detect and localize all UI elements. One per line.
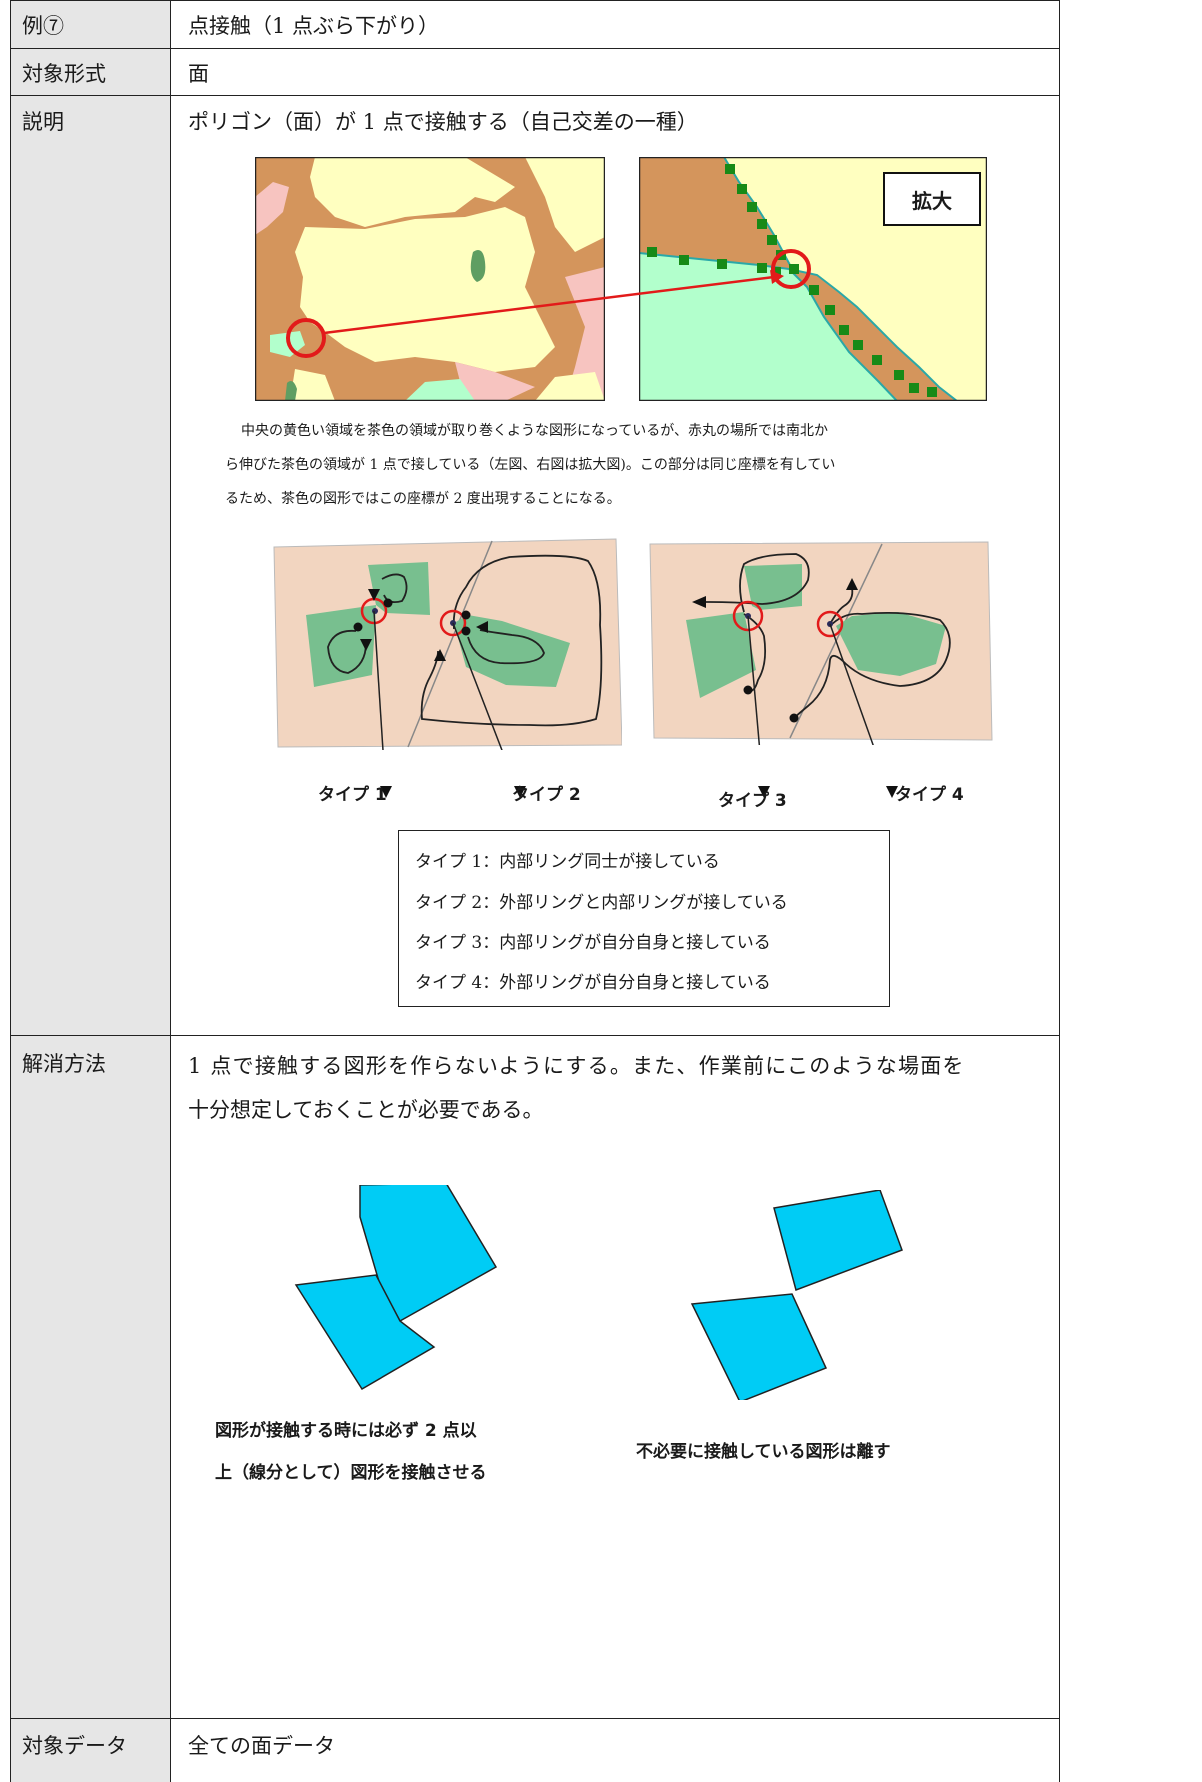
label-cell-format xyxy=(10,48,170,95)
description-note-3: るため、茶色の図形ではこの座標が 2 度出現することになる。 xyxy=(225,491,621,507)
label-cell-description xyxy=(10,95,170,1035)
enlarge-label: 拡大 xyxy=(912,188,952,213)
table-border xyxy=(1059,0,1060,1782)
example-label: 例⑦ xyxy=(22,14,64,38)
table-border xyxy=(170,0,171,1782)
example-value: 点接触（1 点ぶら下がり） xyxy=(188,14,440,38)
caption-right: 不必要に接触している図形は離す xyxy=(636,1442,891,1462)
table-border xyxy=(10,1718,1060,1719)
type-diagram-right xyxy=(649,541,993,745)
zoom-arrow xyxy=(286,270,784,358)
table-border xyxy=(10,95,1060,96)
overview-map xyxy=(255,157,605,401)
description-value: ポリゴン（面）が 1 点で接触する（自己交差の一種） xyxy=(188,110,698,134)
target-format-value: 面 xyxy=(188,62,209,86)
type-arrowheads xyxy=(380,786,898,798)
description-note-1: 中央の黄色い領域を茶色の領域が取り巻くような図形になっているが、赤丸の場所では南… xyxy=(241,423,829,439)
target-format-label: 対象形式 xyxy=(22,62,106,86)
label-cell-resolution xyxy=(10,1035,170,1718)
table-border xyxy=(10,0,1060,1)
type-3-label: タイプ 3 xyxy=(718,791,787,811)
type-1-label: タイプ 1 xyxy=(318,785,387,805)
separated-shapes-good xyxy=(690,1190,903,1400)
label-cell-target-data xyxy=(10,1718,170,1782)
type-4-label: タイプ 4 xyxy=(895,785,964,805)
caption-left-line-2: 上（線分として）図形を接触させる xyxy=(215,1463,487,1483)
resolution-line-2: 十分想定しておくことが必要である。 xyxy=(188,1098,544,1122)
attribute-table xyxy=(10,0,1060,1782)
table-border xyxy=(10,1035,1060,1036)
type-3-description: タイプ 3：内部リングが自分自身と接している xyxy=(415,933,771,953)
description-note-2: ら伸びた茶色の領域が 1 点で接している（左図、右図は拡大図)。この部分は同じ座… xyxy=(225,457,836,473)
resolution-label: 解消方法 xyxy=(22,1052,106,1076)
type-4-description: タイプ 4：外部リングが自分自身と接している xyxy=(415,973,771,993)
table-border xyxy=(10,0,11,1782)
label-cell-example xyxy=(10,0,170,48)
caption-left-line-1: 図形が接触する時には必ず 2 点以 xyxy=(215,1421,477,1441)
resolution-line-1: 1 点で接触する図形を作らないようにする。また、作業前にこのような場面を xyxy=(188,1054,965,1078)
type-2-label: タイプ 2 xyxy=(512,785,581,805)
touching-shapes-bad xyxy=(294,1185,498,1391)
target-data-value: 全ての面データ xyxy=(188,1734,335,1758)
target-data-label: 対象データ xyxy=(22,1734,127,1758)
type-diagram-left xyxy=(273,538,622,750)
description-label: 説明 xyxy=(22,110,64,134)
enlarge-badge: 拡大 xyxy=(883,172,981,226)
table-border xyxy=(10,48,1060,49)
type-1-description: タイプ 1：内部リング同士が接している xyxy=(415,852,720,872)
type-2-description: タイプ 2：外部リングと内部リングが接している xyxy=(415,893,788,913)
type-legend-box: タイプ 1：内部リング同士が接している タイプ 2：外部リングと内部リングが接し… xyxy=(398,830,890,1007)
